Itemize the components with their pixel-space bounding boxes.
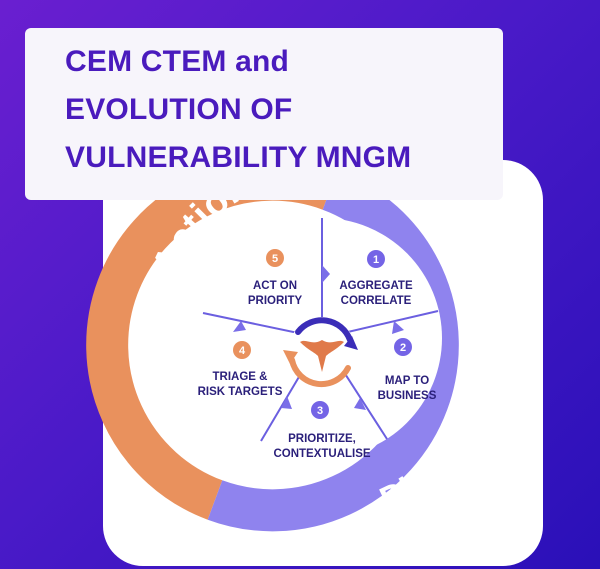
- step-3-number: 3: [317, 405, 323, 417]
- title-line-3: VULNERABILITY MNGM: [65, 141, 412, 174]
- step-1-number: 1: [373, 254, 379, 266]
- step-1-label-line-2: CORRELATE: [341, 295, 412, 307]
- step-1: 1 AGGREGATE CORRELATE: [339, 250, 413, 307]
- step-5-badge: [266, 249, 284, 267]
- step-2: 2 MAP TO BUSINESS: [378, 338, 437, 402]
- step-5-number: 5: [272, 253, 278, 265]
- title-line-2: EVOLUTION OF: [65, 93, 293, 126]
- step-1-label-line-1: AGGREGATE: [339, 280, 413, 292]
- step-3-badge: [311, 401, 329, 419]
- step-4: 4 TRIAGE & RISK TARGETS: [198, 341, 283, 398]
- step-2-number: 2: [400, 342, 406, 354]
- step-3: 3 PRIORITIZE, CONTEXTUALISE: [273, 401, 371, 460]
- step-4-label-line-1: TRIAGE &: [213, 371, 268, 383]
- step-2-label-line-1: MAP TO: [385, 375, 429, 387]
- segment-arrowheads: [233, 265, 404, 410]
- phoenix-cycle-icon: [283, 317, 358, 388]
- step-2-label-line-2: BUSINESS: [378, 390, 437, 402]
- step-3-label-line-1: PRIORITIZE,: [288, 433, 356, 445]
- step-3-label-line-2: CONTEXTUALISE: [273, 448, 370, 460]
- step-2-badge: [394, 338, 412, 356]
- title-line-1: CEM CTEM and: [65, 45, 290, 78]
- step-5-label-line-1: ACT ON: [253, 280, 297, 292]
- step-1-badge: [367, 250, 385, 268]
- step-4-badge: [233, 341, 251, 359]
- step-4-number: 4: [239, 345, 246, 357]
- diagnose-ring-arc: [207, 170, 459, 532]
- step-5: 5 ACT ON PRIORITY: [248, 249, 303, 307]
- step-4-label-line-2: RISK TARGETS: [198, 386, 283, 398]
- step-5-label-line-2: PRIORITY: [248, 295, 303, 307]
- title-panel: CEM CTEM and EVOLUTION OF VULNERABILITY …: [25, 28, 503, 200]
